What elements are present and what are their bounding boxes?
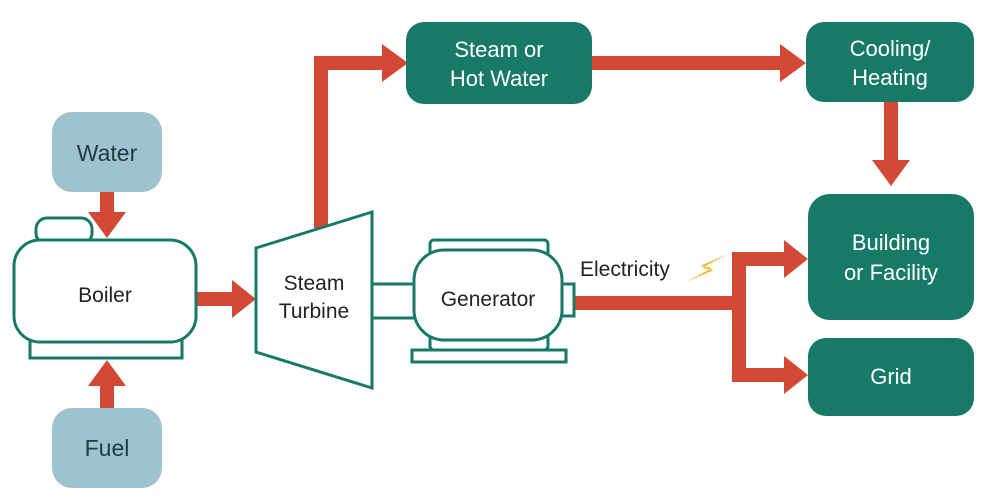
node-water-label: Water	[77, 140, 138, 166]
node-building-label-line1: Building	[852, 230, 930, 255]
node-cooling-label-line1: Cooling/	[850, 36, 932, 61]
node-boiler: Boiler	[12, 216, 198, 360]
electricity-label: Electricity	[580, 258, 670, 281]
node-fuel: Fuel	[52, 408, 162, 488]
arrow-turbine-steam-head	[382, 44, 408, 82]
node-fuel-label: Fuel	[85, 435, 130, 461]
arrow-to-building-head	[784, 240, 808, 278]
node-generator-label: Generator	[441, 288, 536, 311]
lightning-bolt-icon	[686, 254, 728, 282]
arrow-fuel-boiler-shaft	[100, 384, 114, 410]
arrow-steam-cooling-shaft	[592, 56, 784, 70]
arrow-to-building-horizontal	[732, 252, 788, 266]
node-turbine-label-line2: Turbine	[279, 300, 349, 323]
node-grid: Grid	[808, 338, 974, 416]
arrow-water-boiler-shaft	[100, 192, 114, 214]
node-generator: Generator	[410, 238, 576, 364]
node-cooling-label-line2: Heating	[852, 65, 928, 90]
node-cooling-heating: Cooling/ Heating	[806, 22, 974, 102]
node-grid-label: Grid	[870, 364, 912, 389]
arrow-cooling-building-shaft	[884, 100, 898, 162]
node-building-facility: Building or Facility	[808, 194, 974, 320]
arrow-water-boiler-head	[88, 212, 126, 238]
node-boiler-label: Boiler	[78, 284, 132, 307]
arrow-turbine-steam-horizontal	[314, 56, 386, 70]
node-steam-turbine: Steam Turbine	[254, 209, 374, 391]
node-steam-label-line2: Hot Water	[450, 66, 548, 91]
arrow-to-grid-head	[784, 356, 808, 394]
flow-arrows	[88, 44, 910, 410]
turbine-generator-shaft	[372, 282, 414, 320]
arrow-fuel-boiler-head	[88, 360, 126, 386]
arrow-turbine-steam-vertical	[314, 56, 328, 228]
arrow-to-grid-horizontal	[732, 368, 788, 382]
node-water: Water	[52, 112, 162, 192]
node-steam-label-line1: Steam or	[454, 37, 543, 62]
node-turbine-label-line1: Steam	[284, 272, 345, 295]
arrow-split-vertical	[732, 252, 746, 382]
arrow-boiler-turbine-shaft	[196, 292, 236, 306]
arrow-steam-cooling-head	[780, 44, 806, 82]
arrow-boiler-turbine-head	[232, 280, 256, 318]
arrow-cooling-building-head	[872, 160, 910, 186]
node-building-label-line2: or Facility	[844, 260, 938, 285]
node-steam-hot-water: Steam or Hot Water	[406, 22, 592, 104]
arrow-generator-main-shaft	[574, 296, 740, 310]
